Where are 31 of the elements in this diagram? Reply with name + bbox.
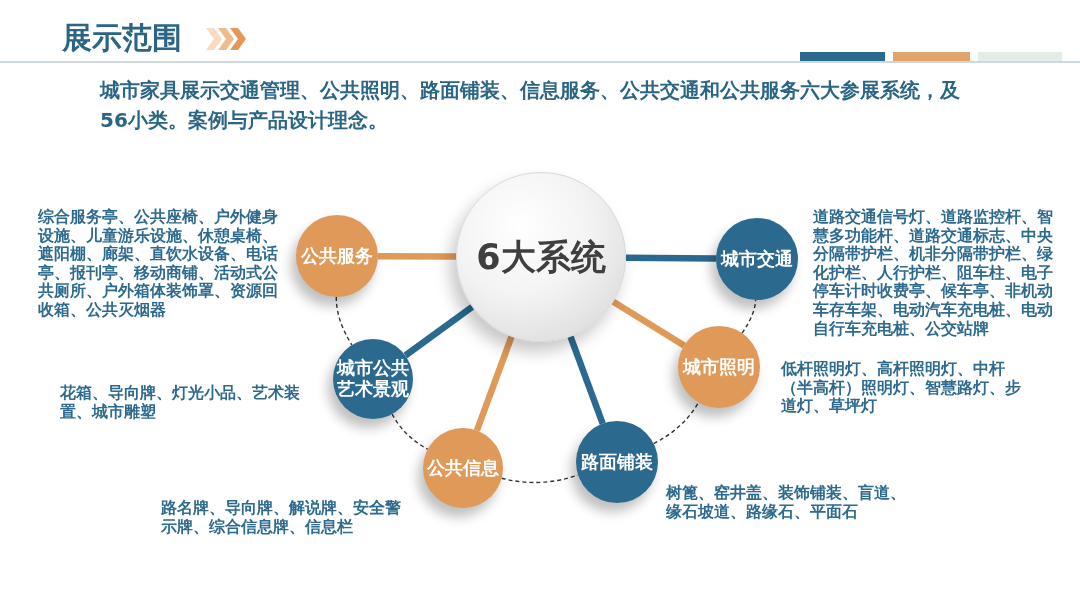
- connector-line: [611, 298, 686, 349]
- dashed-connector: [652, 401, 700, 445]
- circle-label: 城市照明: [683, 356, 755, 378]
- dashed-connector: [391, 413, 429, 450]
- category-circle: [333, 339, 413, 419]
- description-text: 树篦、窑井盖、装饰铺装、盲道、缘石坡道、路缘石、平面石: [666, 484, 906, 522]
- connector-line: [403, 304, 475, 359]
- intro-text: 城市家具展示交通管理、公共照明、路面铺装、信息服务、公共交通和公共服务六大参展系统，及56小类。案例与产品设计理念。: [100, 77, 961, 134]
- description-text: 综合服务亭、公共座椅、户外健身设施、儿童游乐设施、休憩桌椅、遮阳棚、廊架、直饮水设备、电话亭、报刊亭、移动商铺、活动式公共厕所、户外箱体装饰罩、资源回收箱、公共灭烟器: [38, 208, 278, 320]
- circle-label: 公共服务: [301, 245, 373, 267]
- category-circle: [423, 428, 503, 508]
- circle-label: 城市公共艺术景观: [337, 358, 409, 400]
- category-circle: [678, 326, 760, 408]
- dashed-connector: [741, 299, 757, 334]
- description-text: 低杆照明灯、高杆照明灯、中杆（半高杆）照明灯、智慧路灯、步道灯、草坪灯: [781, 360, 1021, 416]
- connector-line: [378, 252, 456, 260]
- dashed-connector: [335, 296, 353, 346]
- category-circle: [576, 421, 658, 503]
- connector-line: [625, 254, 717, 262]
- description-text: 道路交通信号灯、道路监控杆、智慧多功能杆、道路交通标志、中央分隔带护栏、机非分隔带护栏、绿化护栏、人行护栏、阻车柱、电子停车计时收费亭、候车亭、非机动车存车架、电动汽车充电桩、电动自行车充电桩、公交站牌: [813, 208, 1053, 339]
- description-text: 花箱、导向牌、灯光小品、艺术装置、城市雕塑: [60, 384, 300, 422]
- category-circle: [716, 218, 798, 300]
- circle-label: 路面铺装: [581, 451, 653, 473]
- connector-line: [473, 335, 515, 432]
- page-title: 展示范围: [62, 19, 182, 57]
- description-text: 路名牌、导向牌、解说牌、安全警示牌、综合信息牌、信息栏: [161, 499, 401, 537]
- category-circle: [296, 215, 378, 297]
- hub-label: 6大系统: [476, 237, 606, 277]
- connector-line: [567, 335, 606, 425]
- circle-label: 公共信息: [427, 457, 499, 479]
- circle-label: 城市交通: [721, 248, 793, 270]
